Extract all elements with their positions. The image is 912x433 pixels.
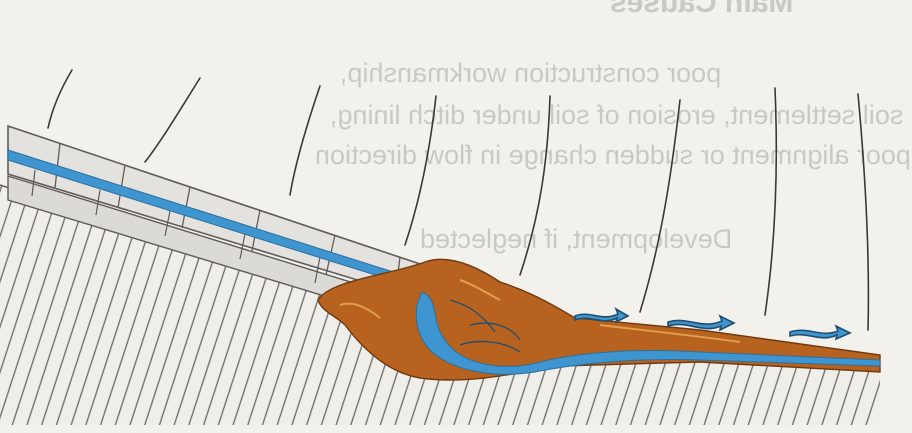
ditch-erosion-illustration: Main Causes poor construction workmanshi… <box>0 0 912 433</box>
illustration-svg <box>0 0 912 433</box>
